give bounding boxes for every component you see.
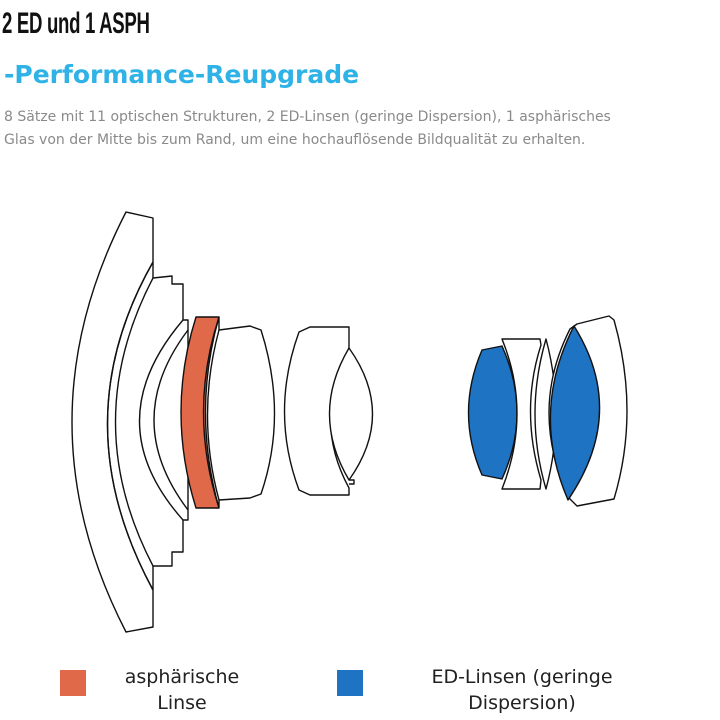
legend-swatch-ed [337,670,363,696]
page-subtitle: -Performance-Reupgrade [4,60,360,89]
description-line-1: 8 Sätze mit 11 optischen Strukturen, 2 E… [4,109,611,125]
lens-element-ninth [501,338,542,490]
page-title: 2 ED und 1 ASPH [2,7,150,40]
lens-element-front-inner-surface [106,261,154,591]
lens-element-seventh-rear-rim [349,479,355,485]
lens-element-third-inner-surface [153,329,189,511]
legend-swatch-aspherical [60,670,86,696]
legend-aspherical-line-2: Linse [157,692,207,714]
legend-label-ed: ED-Linsen (geringe Dispersion) [412,664,632,716]
lens-element-ed-1 [467,345,518,480]
description: 8 Sätze mit 11 optischen Strukturen, 2 E… [4,106,720,152]
legend-ed-line-1: ED-Linsen (geringe [431,666,613,688]
lens-element-ed-2-fill [549,325,601,501]
lens-element-aspherical-back-surface [202,316,220,509]
legend-label-aspherical: asphärische Linse [112,664,252,716]
lens-element-fifth [206,325,276,501]
lens-element-third-meniscus [138,319,184,521]
description-line-2: Glas von der Mitte bis zum Rand, um eine… [4,132,586,148]
lens-element-aspherical [180,316,220,509]
legend-aspherical-line-1: asphärische [124,666,240,688]
legend-ed-line-2: Dispersion) [468,692,576,714]
